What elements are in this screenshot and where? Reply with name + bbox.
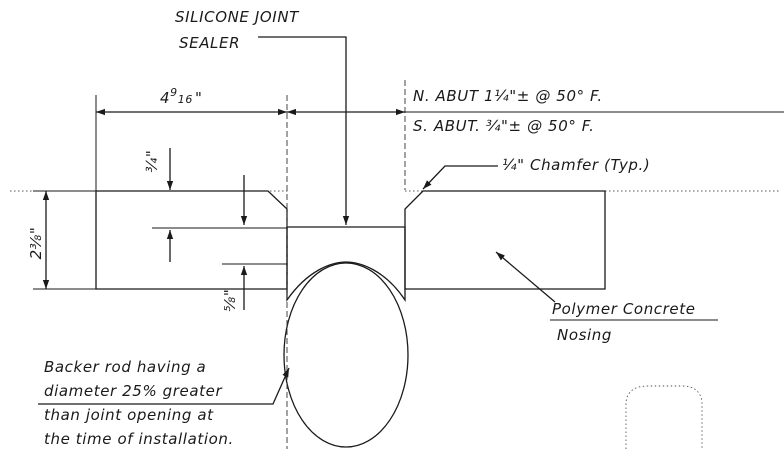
nosing-label-1: Polymer Concrete — [552, 300, 696, 318]
backer-leader — [38, 367, 290, 405]
n-abut-label: N. ABUT 1¼"± @ 50° F. — [413, 87, 603, 105]
backer-rod — [283, 262, 409, 448]
chamfer-leader — [422, 165, 498, 190]
chamfer-label: ¼" Chamfer (Typ.) — [502, 156, 650, 174]
depth-label: 2⅜" — [27, 227, 45, 260]
backer-label-1: Backer rod having a — [44, 358, 206, 376]
five-eighth-label: ⅝" — [221, 289, 239, 312]
nosing-label-2: Nosing — [557, 326, 612, 344]
sealer-label-2: SEALER — [179, 34, 240, 52]
faint-outline — [625, 385, 703, 449]
backer-label-3: than joint opening at — [44, 406, 214, 424]
backer-label-2: diameter 25% greater — [44, 382, 222, 400]
right-nosing-block — [404, 190, 606, 290]
backer-label-4: the time of installation. — [44, 430, 234, 448]
nosing-leader — [495, 251, 556, 303]
three-quarter-label: ¾" — [143, 150, 161, 173]
silicone-sealer — [286, 226, 406, 303]
sealer-label-1: SILICONE JOINT — [175, 8, 300, 26]
s-abut-label: S. ABUT. ¾"± @ 50° F. — [413, 117, 594, 135]
width-label: 4916" — [160, 86, 202, 107]
left-nosing-block — [95, 190, 288, 290]
sealer-leader — [258, 36, 350, 225]
